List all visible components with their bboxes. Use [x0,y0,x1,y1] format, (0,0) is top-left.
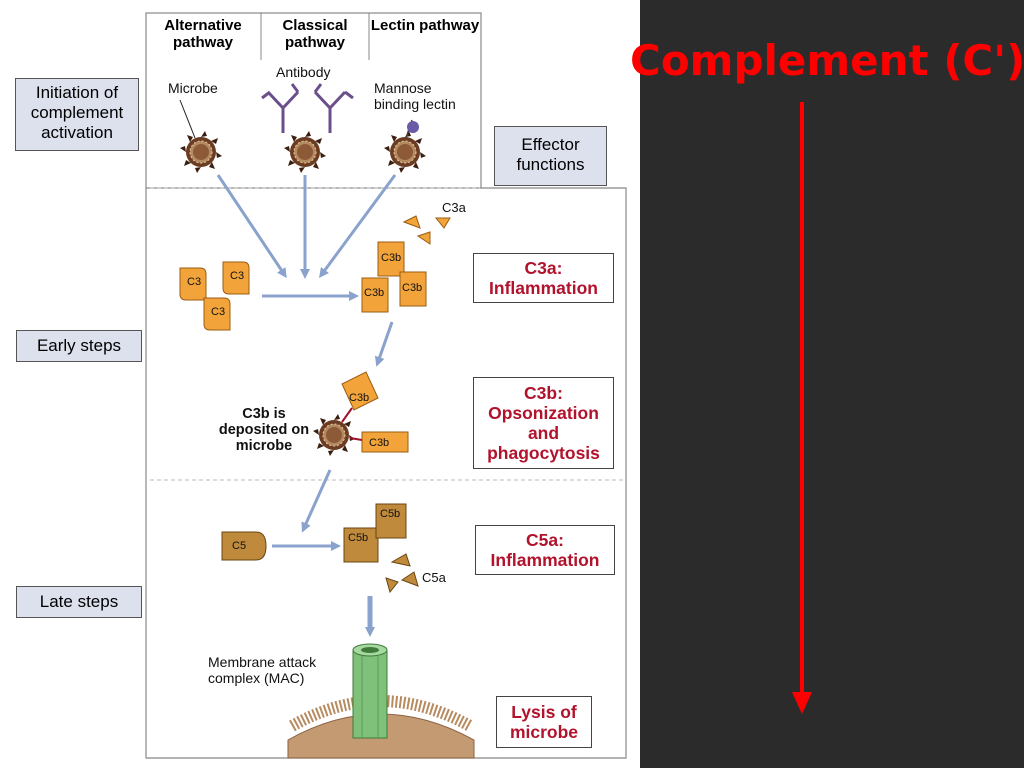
stage-initiation: Initiation of complement activation [15,78,139,151]
mannose-lectin-label: Mannose binding lectin [374,80,456,112]
c5b-fragments [343,503,407,563]
mac-channel-icon [352,643,388,739]
c3a-label: C3a [442,200,466,215]
c3a-fragments [402,215,451,245]
effector-c5a-name: C5a: [526,530,564,550]
c5b-label-2: C5b [380,508,401,520]
mannose-lectin-icon [405,119,419,139]
antibody-label: Antibody [276,64,331,80]
effector-c3b-name: C3b: [524,383,563,403]
c3-molecules [179,261,250,331]
c3b-label-4: C3b [349,392,370,404]
pathway-classical-label: Classical pathway [282,17,348,51]
stage-early: Early steps [16,330,142,362]
pathway-lectin-label: Lectin pathway [370,17,480,34]
c5-label: C5 [232,540,247,552]
effector-c3a-fn: Inflammation [489,278,598,298]
effector-c3b: C3b: Opsonization and phagocytosis [473,377,614,469]
effector-c5a-fn: Inflammation [490,550,600,570]
effector-c3a-name: C3a: [524,258,563,278]
effector-lysis: Lysis of microbe [496,696,592,748]
microbe-label: Microbe [168,80,218,96]
c3b-fragments [361,241,427,313]
slide-figure-panel: Alternative pathway Classical pathway Le… [0,0,640,768]
complement-pathway-diagram [145,12,627,759]
c3-label-2: C3 [230,270,245,282]
stage-effector: Effector functions [494,126,607,186]
c3b-label-5: C3b [369,437,390,449]
effector-c3b-fn: Opsonization and phagocytosis [487,403,600,463]
microbe-alternative-icon [179,130,223,174]
microbe-classical-icon [283,130,327,174]
c5b-label-1: C5b [348,532,369,544]
c5a-fragments [385,553,419,594]
cascade-down-arrow [792,102,812,714]
c3b-label-1: C3b [381,252,402,264]
stage-late: Late steps [16,586,142,618]
main-frame [145,187,627,759]
mac-annotation: Membrane attack complex (MAC) [208,654,317,686]
slide-title: Complement (C') [630,36,1024,85]
c3b-label-2: C3b [364,287,385,299]
c3-label-3: C3 [211,306,226,318]
c3b-label-3: C3b [402,282,423,294]
c5a-label: C5a [422,570,446,585]
antibody-icon [261,83,354,133]
effector-c3a: C3a: Inflammation [473,253,614,303]
c5-molecule [221,531,267,561]
microbe-lectin-icon [383,130,427,174]
pathway-alternative-label: Alternative pathway [164,17,242,51]
c3b-deposited [341,371,409,453]
c3-label-1: C3 [187,276,202,288]
c3b-deposited-annotation: C3b is deposited on microbe [218,406,310,454]
effector-c5a: C5a: Inflammation [475,525,615,575]
